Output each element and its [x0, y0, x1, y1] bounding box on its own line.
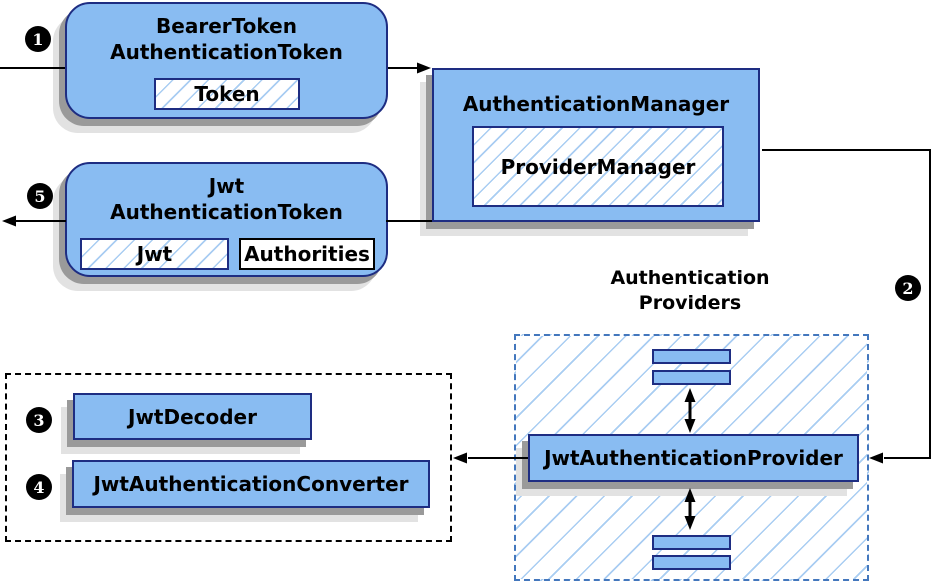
arrowhead-into-converter-box [453, 452, 467, 464]
step-4-number: 4 [33, 477, 45, 497]
step-3-badge: 3 [26, 407, 52, 433]
jwt-inner-box: Jwt [80, 238, 229, 270]
arrowhead-into-provider [869, 452, 883, 464]
step-1-number: 1 [32, 29, 44, 49]
step-2-badge: 2 [895, 275, 921, 301]
authentication-providers-label: Authentication Providers [590, 266, 790, 316]
jwt-authentication-provider-label: JwtAuthenticationProvider [544, 446, 843, 470]
jwt-token-box-title: Jwt AuthenticationToken [67, 164, 386, 225]
token-label: Token [194, 82, 260, 106]
bearer-token-box-title: BearerToken AuthenticationToken [67, 4, 386, 65]
bearer-token-authentication-token-box: BearerToken AuthenticationToken Token [65, 2, 388, 119]
jwt-token-title-line2: AuthenticationToken [110, 200, 343, 224]
jwt-decoder-label: JwtDecoder [128, 404, 257, 429]
providers-label-line1: Authentication [610, 267, 770, 289]
provider-placeholder-bar-4 [652, 555, 731, 570]
jwt-decoder-box: JwtDecoder [73, 393, 312, 440]
step-4-badge: 4 [26, 474, 52, 500]
jwt-token-title-line1: Jwt [208, 174, 245, 198]
step-5-badge: 5 [27, 183, 53, 209]
token-inner-box: Token [154, 78, 300, 110]
arrowhead-into-manager [417, 62, 431, 74]
arrowhead-response-out [2, 215, 16, 227]
provider-placeholder-bar-1 [652, 349, 731, 364]
authorities-label: Authorities [244, 242, 370, 266]
authentication-manager-title: AuthenticationManager [462, 92, 730, 116]
authentication-manager-box: AuthenticationManager ProviderManager [432, 68, 760, 222]
provider-placeholder-bar-3 [652, 535, 731, 550]
providers-label-line2: Providers [638, 292, 742, 314]
provider-placeholder-bar-2 [652, 370, 731, 385]
step-1-badge: 1 [25, 26, 51, 52]
provider-manager-inner-box: ProviderManager [472, 126, 724, 207]
step-3-number: 3 [33, 410, 45, 430]
bearer-token-title-line2: AuthenticationToken [110, 40, 343, 64]
step-2-number: 2 [902, 278, 914, 298]
jwt-authentication-converter-label: JwtAuthenticationConverter [93, 472, 409, 496]
jwt-authentication-converter-box: JwtAuthenticationConverter [72, 460, 430, 508]
jwt-authentication-token-box: Jwt AuthenticationToken Jwt Authorities [65, 162, 388, 277]
bearer-token-title-line1: BearerToken [156, 14, 297, 38]
provider-manager-label: ProviderManager [500, 154, 696, 179]
step-5-number: 5 [34, 186, 46, 206]
jwt-authentication-provider-box: JwtAuthenticationProvider [528, 434, 859, 482]
jwt-label: Jwt [136, 242, 173, 266]
authorities-inner-box: Authorities [239, 238, 375, 270]
